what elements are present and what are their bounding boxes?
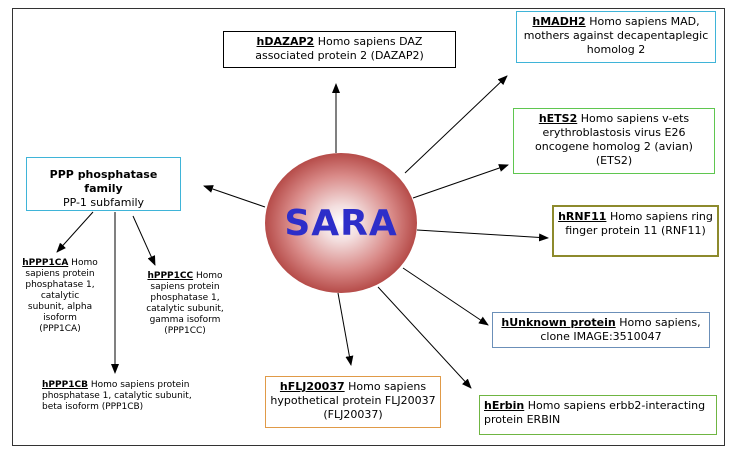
- arrow-to-ets2: [412, 164, 509, 199]
- arrow-to-flj20037: [337, 292, 354, 366]
- node-dazap2: hDAZAP2 Homo sapiens DAZ associated prot…: [223, 31, 456, 68]
- node-desc: Homo sapiens DAZ associated protein 2 (D…: [255, 35, 424, 62]
- sara-hub: SARA: [265, 153, 417, 293]
- node-rnf11: hRNF11 Homo sapiens ring finger protein …: [552, 205, 719, 257]
- node-symbol: hPPP1CB: [42, 380, 88, 390]
- node-symbol: hPPP1CC: [147, 271, 194, 281]
- node-desc: Homo sapiens, clone IMAGE:3510047: [540, 316, 701, 343]
- node-symbol: hFLJ20037: [279, 380, 345, 393]
- node-symbol: hDAZAP2: [256, 35, 315, 48]
- node-desc: Homo sapiens protein phosphatase 1, cata…: [42, 380, 192, 412]
- node-ppp-family: PPP phosphatase family PP-1 subfamily: [26, 157, 181, 211]
- arrow-to-ppp-family: [203, 185, 266, 208]
- node-desc: Homo sapiens erbb2-interacting protein E…: [484, 399, 706, 426]
- node-ppp1ca: hPPP1CA Homo sapiens protein phosphatase…: [22, 258, 98, 335]
- node-ets2: hETS2 Homo sapiens v-ets erythroblastosi…: [513, 108, 715, 174]
- arrow-to-rnf11: [416, 229, 549, 242]
- arrow-to-ppp1ca: [56, 211, 94, 253]
- node-desc: Homo sapiens ring finger protein 11 (RNF…: [565, 210, 713, 237]
- node-desc: Homo sapiens hypothetical protein FLJ200…: [270, 380, 436, 421]
- node-symbol: hETS2: [538, 112, 578, 125]
- hub-label: SARA: [284, 202, 398, 244]
- arrow-to-madh2: [404, 75, 508, 174]
- diagram-frame: [12, 8, 725, 446]
- node-madh2: hMADH2 Homo sapiens MAD, mothers against…: [516, 11, 716, 63]
- arrow-to-ppp1cc: [132, 215, 156, 266]
- node-symbol: hUnknown protein: [501, 316, 616, 329]
- arrow-to-erbin: [377, 286, 472, 389]
- node-erbin: hErbin Homo sapiens erbb2-interacting pr…: [479, 395, 717, 435]
- node-ppp1cc: hPPP1CC Homo sapiens protein phosphatase…: [142, 271, 228, 337]
- node-ppp1cb: hPPP1CB Homo sapiens protein phosphatase…: [42, 380, 212, 413]
- node-symbol: hRNF11: [558, 210, 607, 223]
- node-desc: Homo sapiens v-ets erythroblastosis viru…: [535, 112, 693, 167]
- node-symbol: hMADH2: [532, 15, 586, 28]
- ppp-family-subtitle: PP-1 subfamily: [62, 196, 145, 209]
- node-desc: Homo sapiens protein phosphatase 1, cata…: [25, 258, 98, 334]
- ppp-family-title: PPP phosphatase family: [49, 168, 158, 195]
- node-desc: Homo sapiens protein phosphatase 1, cata…: [146, 271, 224, 336]
- node-symbol: hErbin: [484, 399, 525, 412]
- node-desc: Homo sapiens MAD, mothers against decape…: [523, 15, 709, 56]
- node-unknown-protein: hUnknown protein Homo sapiens, clone IMA…: [492, 312, 710, 348]
- node-flj20037: hFLJ20037 Homo sapiens hypothetical prot…: [265, 376, 441, 428]
- node-symbol: hPPP1CA: [22, 258, 69, 268]
- arrow-to-unknown: [402, 267, 489, 326]
